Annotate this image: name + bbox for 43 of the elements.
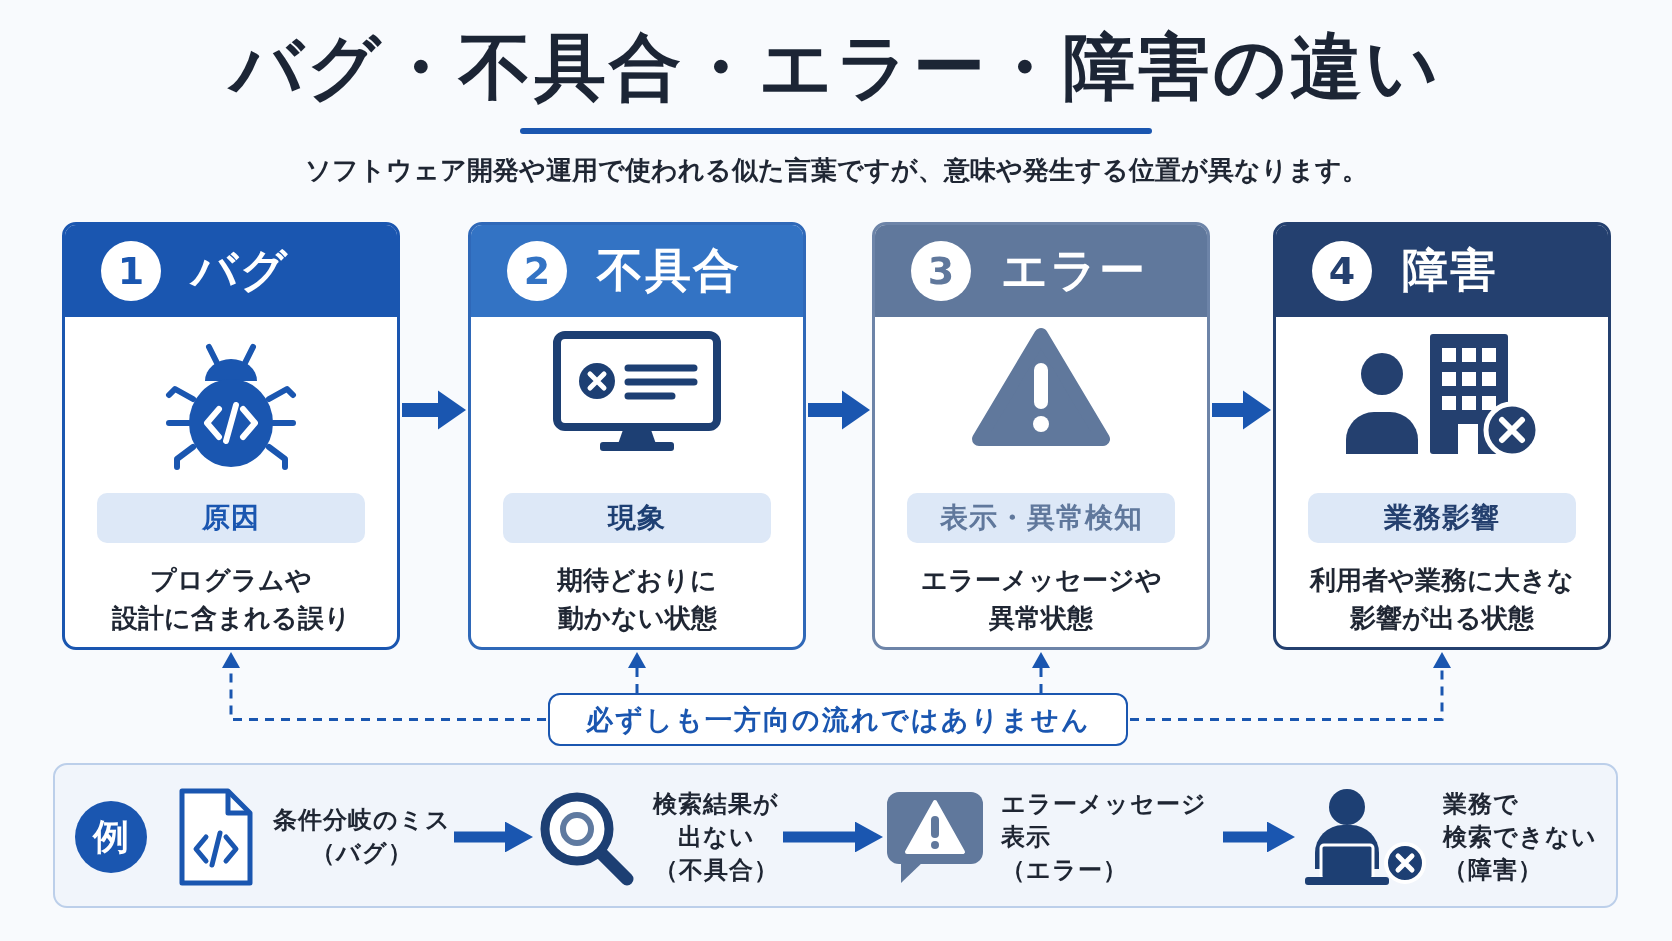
arrow xyxy=(1212,390,1271,430)
category-label: 現象 xyxy=(503,493,771,543)
number-badge: 3 xyxy=(911,241,971,301)
note-box: 必ずしも一方向の流れではありません xyxy=(548,693,1128,746)
example-badge: 例 xyxy=(75,801,147,873)
card-title: 障害 xyxy=(1402,242,1498,299)
example-panel xyxy=(53,763,1618,908)
dashed-arrow xyxy=(628,652,646,693)
card-title: バグ xyxy=(191,242,289,299)
number-badge: 4 xyxy=(1312,241,1372,301)
card-title: 不具合 xyxy=(597,242,741,299)
example-text: 検索結果が出ない xyxy=(651,788,780,853)
arrow xyxy=(454,821,533,853)
title: バグ・不具合・エラー・障害の違い xyxy=(0,22,1672,112)
example-text: 条件分岐のミス xyxy=(272,805,452,836)
description-text: エラーメッセージや異常状態 xyxy=(919,564,1163,635)
description-text: 期待どおりに動かない状態 xyxy=(556,564,718,635)
process-card xyxy=(872,222,1210,650)
category-text: （不具合） xyxy=(652,854,780,886)
number-badge: 2 xyxy=(507,241,567,301)
process-card xyxy=(1273,222,1611,650)
arrow xyxy=(808,390,870,430)
category-text: （バグ） xyxy=(310,838,414,869)
arrow xyxy=(783,821,883,853)
process-card xyxy=(62,222,400,650)
example-text: エラーメッセージ表示 xyxy=(1001,788,1208,853)
category-text: （障害） xyxy=(1443,854,1544,886)
arrow xyxy=(1223,821,1295,853)
number-badge: 1 xyxy=(101,241,161,301)
subtitle: ソフトウェア開発や運用で使われる似た言葉ですが、意味や発生する位置が異なります。 xyxy=(303,154,1369,187)
card-title: エラー xyxy=(1001,242,1147,299)
description-text: 利用者や業務に大きな影響が出る状態 xyxy=(1308,564,1575,635)
dashed-arrow xyxy=(1032,652,1050,693)
description-text: プログラムや設計に含まれる誤り xyxy=(110,564,352,635)
example-text: 業務で検索できない xyxy=(1443,788,1598,853)
category-label: 原因 xyxy=(97,493,365,543)
category-label: 表示・異常検知 xyxy=(907,493,1175,543)
category-label: 業務影響 xyxy=(1308,493,1576,543)
process-card xyxy=(468,222,806,650)
dashed-arrow xyxy=(1130,652,1451,721)
arrow xyxy=(402,390,466,430)
dashed-arrow xyxy=(222,652,546,721)
category-text: （エラー） xyxy=(1001,854,1129,886)
